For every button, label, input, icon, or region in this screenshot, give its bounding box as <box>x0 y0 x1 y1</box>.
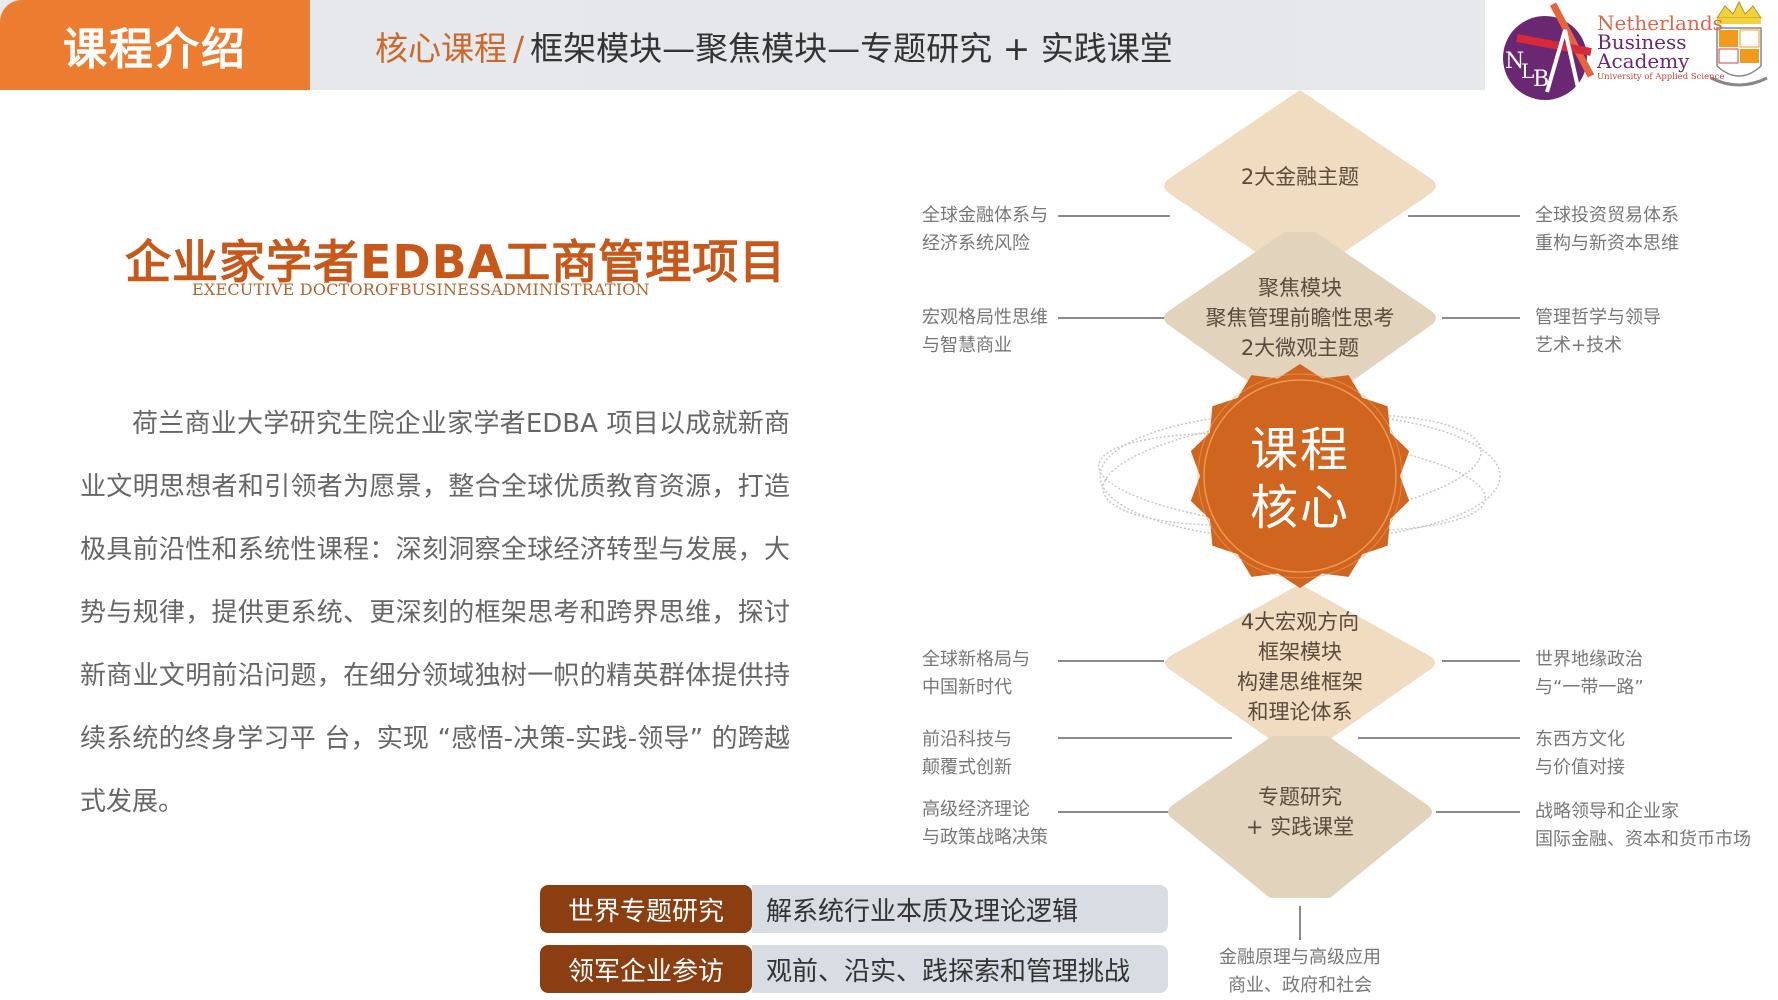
node-line: 专题研究 <box>1258 785 1342 809</box>
topic-line: 前沿科技与 <box>922 729 1012 750</box>
core-line: 核心 <box>1249 480 1351 536</box>
topic-line: 与“一带一路” <box>1535 677 1644 698</box>
left-topic: 全球新格局与 中国新时代 <box>922 646 1030 702</box>
feature-label: 领军企业参访 <box>540 945 752 993</box>
topic-line: 东西方文化 <box>1535 729 1625 750</box>
focus-node <box>1164 232 1436 418</box>
feature-desc: 观前、沿实、践探索和管理挑战 <box>752 945 1168 993</box>
intro-paragraph: 荷兰商业大学研究生院企业家学者EDBA 项目以成就新商业文明思想者和引领者为愿景… <box>80 409 790 817</box>
right-topic: 管理哲学与领导 艺术+技术 <box>1535 304 1661 360</box>
section-tab: 课程介绍 <box>0 0 310 90</box>
right-topic: 世界地缘政治 与“一带一路” <box>1535 646 1644 702</box>
logo-line-university: University of Applied Science <box>1597 72 1725 82</box>
breadcrumb-separator: / <box>513 29 525 68</box>
node-line: 聚焦管理前瞻性思考 <box>1205 306 1395 330</box>
topic-line: 中国新时代 <box>922 677 1012 698</box>
program-intro: 荷兰商业大学研究生院企业家学者EDBA 项目以成就新商业文明思想者和引领者为愿景… <box>80 393 790 834</box>
right-topic: 东西方文化 与价值对接 <box>1535 726 1625 782</box>
crest-icon <box>1710 0 1768 87</box>
research-node <box>1168 736 1432 898</box>
finance-node <box>1164 90 1436 282</box>
finance-node-text: 2大金融主题 <box>1241 162 1359 192</box>
framework-node-text: 4大宏观方向 框架模块 构建思维框架 和理论体系 <box>1237 607 1363 727</box>
program-title: 企业家学者EDBA工商管理项目 <box>125 235 787 289</box>
core-line: 课程 <box>1249 422 1351 478</box>
left-topic: 全球金融体系与 经济系统风险 <box>922 202 1048 258</box>
bottom-topic: 金融原理与高级应用 商业、政府和社会 <box>1219 944 1381 1000</box>
topic-line: 高级经济理论 <box>922 799 1030 820</box>
topic-line: 全球新格局与 <box>922 649 1030 670</box>
left-topic: 宏观格局性思维 与智慧商业 <box>922 304 1048 360</box>
right-topic: 战略领导和企业家 国际金融、资本和货币市场 <box>1535 798 1751 854</box>
research-node-text: 专题研究 + 实践课堂 <box>1246 782 1354 842</box>
breadcrumb: 核心课程/框架模块—聚焦模块—专题研究 + 实践课堂 <box>375 22 1173 70</box>
breadcrumb-active: 核心课程 <box>375 29 507 68</box>
node-line: 聚焦模块 <box>1258 276 1342 300</box>
node-line: 4大宏观方向 <box>1240 610 1360 634</box>
breadcrumb-path: 框架模块—聚焦模块—专题研究 + 实践课堂 <box>530 29 1173 68</box>
topic-line: 颠覆式创新 <box>922 757 1012 778</box>
feature-row: 领军企业参访 观前、沿实、践探索和管理挑战 <box>540 945 1168 993</box>
topic-line: 管理哲学与领导 <box>1535 307 1661 328</box>
feature-label: 世界专题研究 <box>540 885 752 933</box>
nlba-monogram-icon: N L B <box>1503 0 1768 100</box>
node-line: 框架模块 <box>1258 640 1342 664</box>
topic-line: 全球投资贸易体系 <box>1535 205 1679 226</box>
node-line: 构建思维框架 <box>1237 670 1363 694</box>
left-topic: 前沿科技与 颠覆式创新 <box>922 726 1012 782</box>
topic-line: 与智慧商业 <box>922 335 1012 356</box>
node-line: 和理论体系 <box>1247 700 1353 724</box>
topic-line: 金融原理与高级应用 <box>1219 947 1381 968</box>
topic-line: 艺术+技术 <box>1535 335 1623 356</box>
topic-line: 战略领导和企业家 <box>1535 801 1679 822</box>
logo-line-netherlands: Netherlands <box>1597 11 1723 35</box>
topic-line: 与价值对接 <box>1535 757 1625 778</box>
topic-line: 重构与新资本思维 <box>1535 233 1679 254</box>
topic-line: 全球金融体系与 <box>922 205 1048 226</box>
feature-row: 世界专题研究 解系统行业本质及理论逻辑 <box>540 885 1168 933</box>
topic-line: 与政策战略决策 <box>922 827 1048 848</box>
core-label: 课程 核心 <box>1250 421 1350 537</box>
topic-line: 经济系统风险 <box>922 233 1030 254</box>
right-topic: 全球投资贸易体系 重构与新资本思维 <box>1535 202 1679 258</box>
logo-line-academy: Academy <box>1597 49 1690 73</box>
connector-lines <box>1058 215 1520 940</box>
core-badge <box>1190 364 1410 588</box>
program-subtitle: EXECUTIVE DOCTOROFBUSINESSADMINISTRATION <box>192 280 650 299</box>
topic-line: 国际金融、资本和货币市场 <box>1535 829 1751 850</box>
topic-line: 世界地缘政治 <box>1535 649 1643 670</box>
svg-text:B: B <box>1533 67 1549 92</box>
logo-line-business: Business <box>1597 30 1687 54</box>
left-topic: 高级经济理论 与政策战略决策 <box>922 796 1048 852</box>
framework-node <box>1165 584 1435 760</box>
svg-text:L: L <box>1521 59 1534 83</box>
node-line: + 实践课堂 <box>1245 815 1355 839</box>
feature-desc: 解系统行业本质及理论逻辑 <box>752 885 1168 933</box>
svg-text:N: N <box>1505 49 1524 74</box>
topic-line: 商业、政府和社会 <box>1228 975 1372 996</box>
node-line: 2大微观主题 <box>1240 336 1360 360</box>
node-line: 2大金融主题 <box>1240 165 1360 189</box>
topic-line: 宏观格局性思维 <box>922 307 1048 328</box>
focus-node-text: 聚焦模块 聚焦管理前瞻性思考 2大微观主题 <box>1206 273 1395 363</box>
nlba-logo: N L B Netherlands Business Academy Unive… <box>1495 0 1778 100</box>
